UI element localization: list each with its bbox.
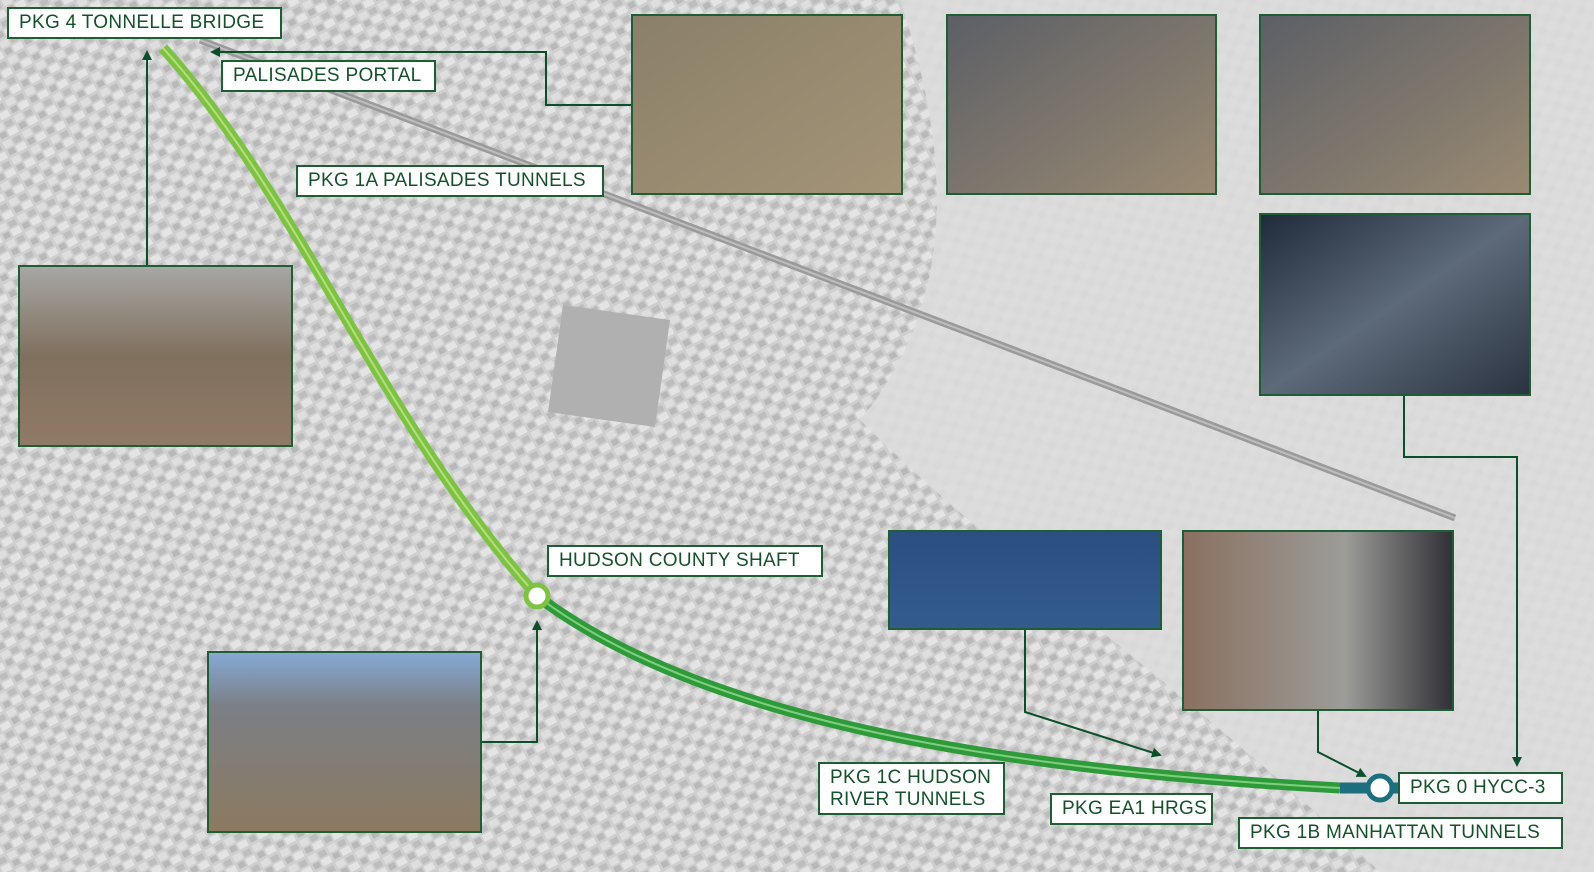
label-hycc: PKG 0 HYCC-3 (1398, 772, 1563, 804)
label-tonnelle-bridge: PKG 4 TONNELLE BRIDGE (7, 7, 282, 39)
label-hrgs: PKG EA1 HRGS (1050, 793, 1213, 825)
label-palisades-portal: PALISADES PORTAL (221, 60, 436, 92)
hycc-node (1365, 773, 1395, 803)
photo-manhattan-aerial (1259, 213, 1531, 396)
label-palisades-tunnels: PKG 1A PALISADES TUNNELS (296, 165, 604, 197)
photo-palisades-site-2 (946, 14, 1217, 195)
label-line-2: RIVER TUNNELS (830, 788, 986, 810)
label-line-1: PKG 1C HUDSON (830, 766, 992, 788)
photo-palisades-portal (631, 14, 903, 195)
photo-palisades-site-3 (1259, 14, 1531, 195)
reservoir (548, 305, 670, 427)
hudson-shaft-node (523, 582, 551, 610)
callout-arrows (142, 47, 1522, 777)
photo-hudson-shaft (207, 651, 482, 833)
photo-tonnelle-bridge (18, 265, 293, 447)
label-manhattan-tunnels: PKG 1B MANHATTAN TUNNELS (1238, 817, 1563, 849)
site-photos (18, 14, 1531, 833)
label-hudson-county-shaft: HUDSON COUNTY SHAFT (547, 545, 823, 577)
label-hudson-river-tunnels: PKG 1C HUDSON RIVER TUNNELS (818, 762, 1005, 815)
photo-river-barges (888, 530, 1162, 630)
photo-hycc-site (1182, 530, 1454, 711)
